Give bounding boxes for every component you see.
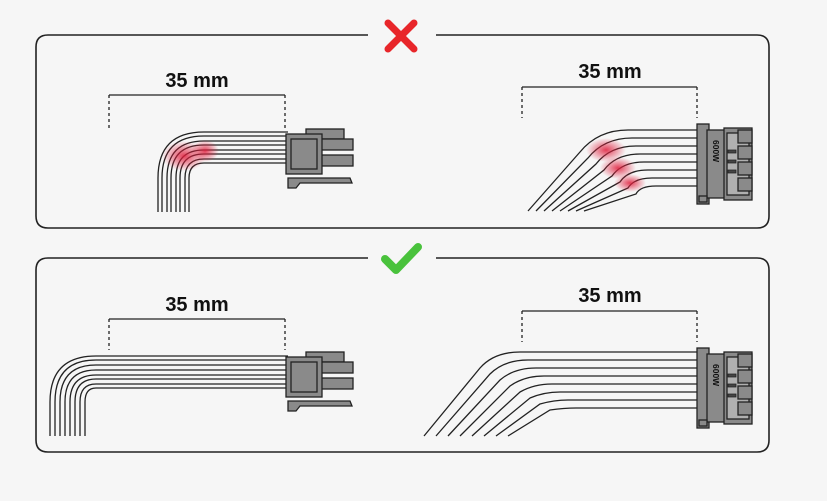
wire-bundle-right-straight <box>423 351 700 437</box>
wire-bundle-left-straight <box>49 355 288 436</box>
measure-bracket-right <box>521 310 698 342</box>
measure-bracket-left <box>108 318 286 350</box>
power-rating-label: 600W <box>711 364 721 387</box>
stress-highlight <box>191 140 219 162</box>
12vhpwr-connector-right <box>696 347 753 429</box>
measure-label-left: 35 mm <box>165 294 228 316</box>
cross-icon <box>384 19 418 53</box>
pcie-connector-left <box>285 351 354 412</box>
panel-correct: 35 mm 35 mm <box>35 243 770 453</box>
measure-label-right: 35 mm <box>578 285 641 307</box>
panel-frame <box>35 34 770 229</box>
measure-label-right: 35 mm <box>578 61 641 83</box>
check-icon <box>381 243 422 274</box>
measure-bracket-left <box>108 94 286 128</box>
stress-highlight <box>586 138 626 162</box>
measure-label-left: 35 mm <box>165 70 228 92</box>
stress-highlight <box>614 174 646 192</box>
panel-frame <box>35 257 770 453</box>
pcie-connector-left <box>285 128 354 189</box>
stress-highlight <box>600 157 636 179</box>
power-rating-label: 600W <box>711 140 721 163</box>
panel-incorrect: 35 mm 35 mm <box>35 19 770 229</box>
measure-bracket-right <box>521 86 698 118</box>
12vhpwr-connector-right <box>696 123 753 205</box>
